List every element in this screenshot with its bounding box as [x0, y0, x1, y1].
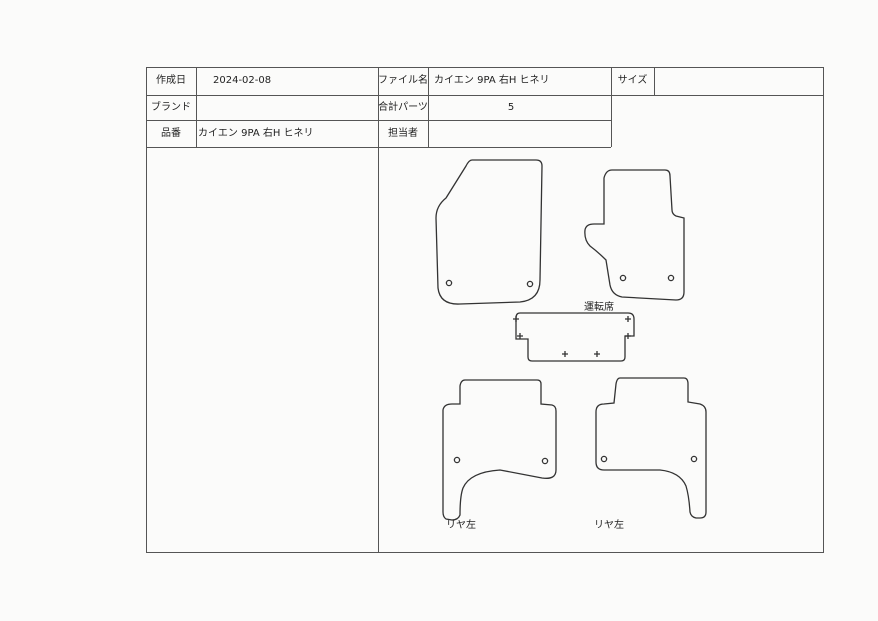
grid-line — [378, 67, 379, 553]
product-label: 品番 — [161, 127, 181, 139]
rear-right-mat-outline — [595, 377, 707, 519]
mat-hole — [600, 455, 608, 463]
plus-mark — [594, 351, 600, 357]
mat-hole — [453, 456, 461, 464]
front-left-mat-outline — [435, 159, 543, 305]
plus-mark — [513, 316, 519, 322]
rear-right-label: リヤ左 — [594, 520, 624, 531]
size-label: サイズ — [617, 75, 648, 86]
grid-line — [428, 67, 429, 147]
person-label: 担当者 — [388, 127, 418, 139]
mat-hole — [526, 280, 534, 288]
spec-sheet-frame — [146, 67, 824, 553]
plus-mark — [625, 316, 631, 322]
product-value: カイエン 9PA 右H ヒネリ — [198, 127, 314, 139]
total-parts-label: 合計パーツ — [378, 101, 428, 113]
plus-mark — [517, 333, 523, 339]
mat-hole — [690, 455, 698, 463]
plus-mark — [625, 333, 631, 339]
rear-left-label: リヤ左 — [446, 520, 476, 531]
driver-seat-label: 運転席 — [584, 302, 614, 313]
grid-line — [611, 67, 612, 147]
grid-line — [654, 67, 655, 95]
mat-hole — [445, 279, 453, 287]
grid-line — [146, 95, 824, 96]
plus-mark — [562, 351, 568, 357]
mat-hole — [541, 457, 549, 465]
total-parts-value: 5 — [507, 101, 515, 113]
brand-label: ブランド — [151, 101, 191, 113]
file-name-label: ファイル名 — [378, 75, 428, 86]
grid-line — [196, 67, 197, 147]
mat-hole — [619, 274, 627, 282]
driver-mat-outline — [584, 169, 685, 301]
mat-hole — [667, 274, 675, 282]
date-value: 2024-02-08 — [213, 75, 272, 86]
center-mat-outline — [515, 312, 635, 362]
file-name-value: カイエン 9PA 右H ヒネリ — [434, 75, 550, 86]
date-label: 作成日 — [156, 75, 186, 86]
rear-left-mat-outline — [442, 379, 557, 521]
